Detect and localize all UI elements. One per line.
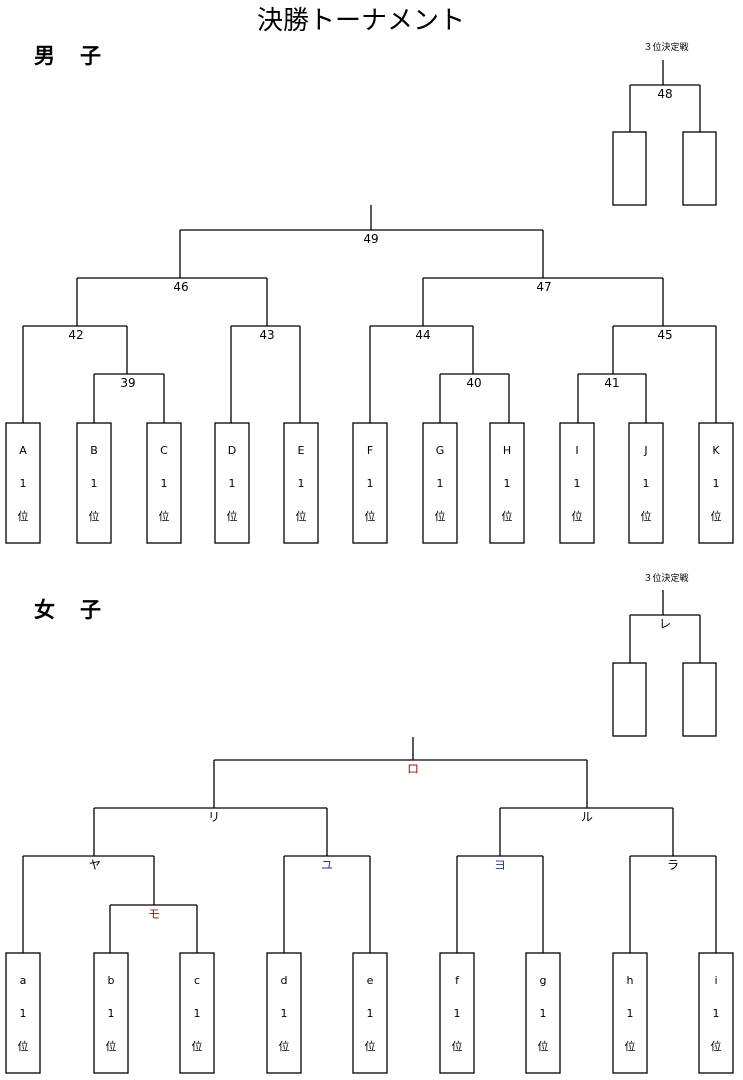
match-label: ル (580, 810, 594, 824)
team-rank: 1 (712, 477, 720, 490)
team-name: a (19, 974, 27, 987)
match-label: 42 (68, 328, 84, 342)
team-rank: 1 (366, 1007, 374, 1020)
team-rank: 1 (626, 1007, 634, 1020)
page-title: 決勝トーナメント (256, 6, 466, 36)
team-rank-suffix: 位 (451, 1040, 463, 1053)
team-rank: 1 (193, 1007, 201, 1020)
match-label: 48 (657, 87, 673, 101)
team-rank-suffix: 位 (434, 510, 446, 523)
team-rank: 1 (366, 477, 374, 490)
team-rank: 1 (503, 477, 511, 490)
team-rank: 1 (642, 477, 650, 490)
team-name: J (644, 444, 648, 457)
team-rank: 1 (228, 477, 236, 490)
team-name: A (19, 444, 27, 457)
third-place-box (612, 131, 647, 206)
match-label: 46 (173, 280, 189, 294)
third-place-label: ３位決定戦 (643, 43, 689, 53)
team-rank-suffix: 位 (158, 510, 170, 523)
team-rank: 1 (107, 1007, 115, 1020)
team-rank-suffix: 位 (17, 510, 29, 523)
match-label: 45 (657, 328, 673, 342)
team-rank-suffix: 位 (710, 510, 722, 523)
match-label: 43 (259, 328, 275, 342)
match-label: 47 (536, 280, 552, 294)
team-name: h (626, 974, 634, 987)
team-rank-suffix: 位 (278, 1040, 290, 1053)
team-name: i (714, 974, 718, 987)
team-rank-suffix: 位 (501, 510, 513, 523)
match-label: ロ (406, 762, 420, 776)
team-rank-suffix: 位 (88, 510, 100, 523)
team-rank: 1 (297, 477, 305, 490)
team-name: E (297, 444, 305, 457)
team-rank-suffix: 位 (191, 1040, 203, 1053)
match-label: 41 (604, 376, 620, 390)
team-rank-suffix: 位 (537, 1040, 549, 1053)
team-name: b (107, 974, 115, 987)
match-label: レ (658, 617, 672, 631)
match-label: 49 (363, 232, 379, 246)
team-rank: 1 (280, 1007, 288, 1020)
team-rank: 1 (712, 1007, 720, 1020)
team-rank: 1 (453, 1007, 461, 1020)
match-label: モ (147, 907, 161, 921)
third-place-box (682, 662, 717, 737)
team-name: g (539, 974, 547, 987)
team-box (283, 422, 319, 544)
team-name: c (193, 974, 201, 987)
team-rank-suffix: 位 (571, 510, 583, 523)
match-label: ユ (320, 858, 334, 872)
team-name: G (435, 444, 445, 457)
team-box (214, 422, 250, 544)
men-heading: 男 子 (34, 44, 103, 68)
third-place-box (682, 131, 717, 206)
team-rank-suffix: 位 (17, 1040, 29, 1053)
team-name: B (90, 444, 98, 457)
women-heading: 女 子 (34, 598, 103, 622)
team-name: D (227, 444, 237, 457)
team-rank: 1 (90, 477, 98, 490)
team-name: I (575, 444, 579, 457)
team-rank: 1 (19, 1007, 27, 1020)
match-label: 39 (120, 376, 136, 390)
team-rank-suffix: 位 (364, 1040, 376, 1053)
team-rank: 1 (539, 1007, 547, 1020)
team-box (559, 422, 595, 544)
team-name: K (712, 444, 720, 457)
third-place-label: ３位決定戦 (643, 574, 689, 584)
team-name: f (455, 974, 459, 987)
team-rank: 1 (160, 477, 168, 490)
team-rank: 1 (19, 477, 27, 490)
team-rank: 1 (436, 477, 444, 490)
team-rank-suffix: 位 (295, 510, 307, 523)
match-label: ヤ (88, 858, 102, 872)
team-rank-suffix: 位 (624, 1040, 636, 1053)
team-rank-suffix: 位 (105, 1040, 117, 1053)
team-name: F (366, 444, 374, 457)
match-label: リ (207, 810, 221, 824)
team-name: d (280, 974, 288, 987)
team-rank-suffix: 位 (364, 510, 376, 523)
team-name: e (366, 974, 374, 987)
team-rank-suffix: 位 (226, 510, 238, 523)
match-label: ヨ (493, 858, 507, 872)
match-label: 40 (466, 376, 482, 390)
team-box (93, 952, 129, 1074)
team-rank: 1 (573, 477, 581, 490)
match-label: ラ (666, 858, 680, 872)
team-name: H (502, 444, 512, 457)
team-name: C (160, 444, 168, 457)
team-box (489, 422, 525, 544)
team-rank-suffix: 位 (710, 1040, 722, 1053)
match-label: 44 (415, 328, 431, 342)
team-rank-suffix: 位 (640, 510, 652, 523)
third-place-box (612, 662, 647, 737)
